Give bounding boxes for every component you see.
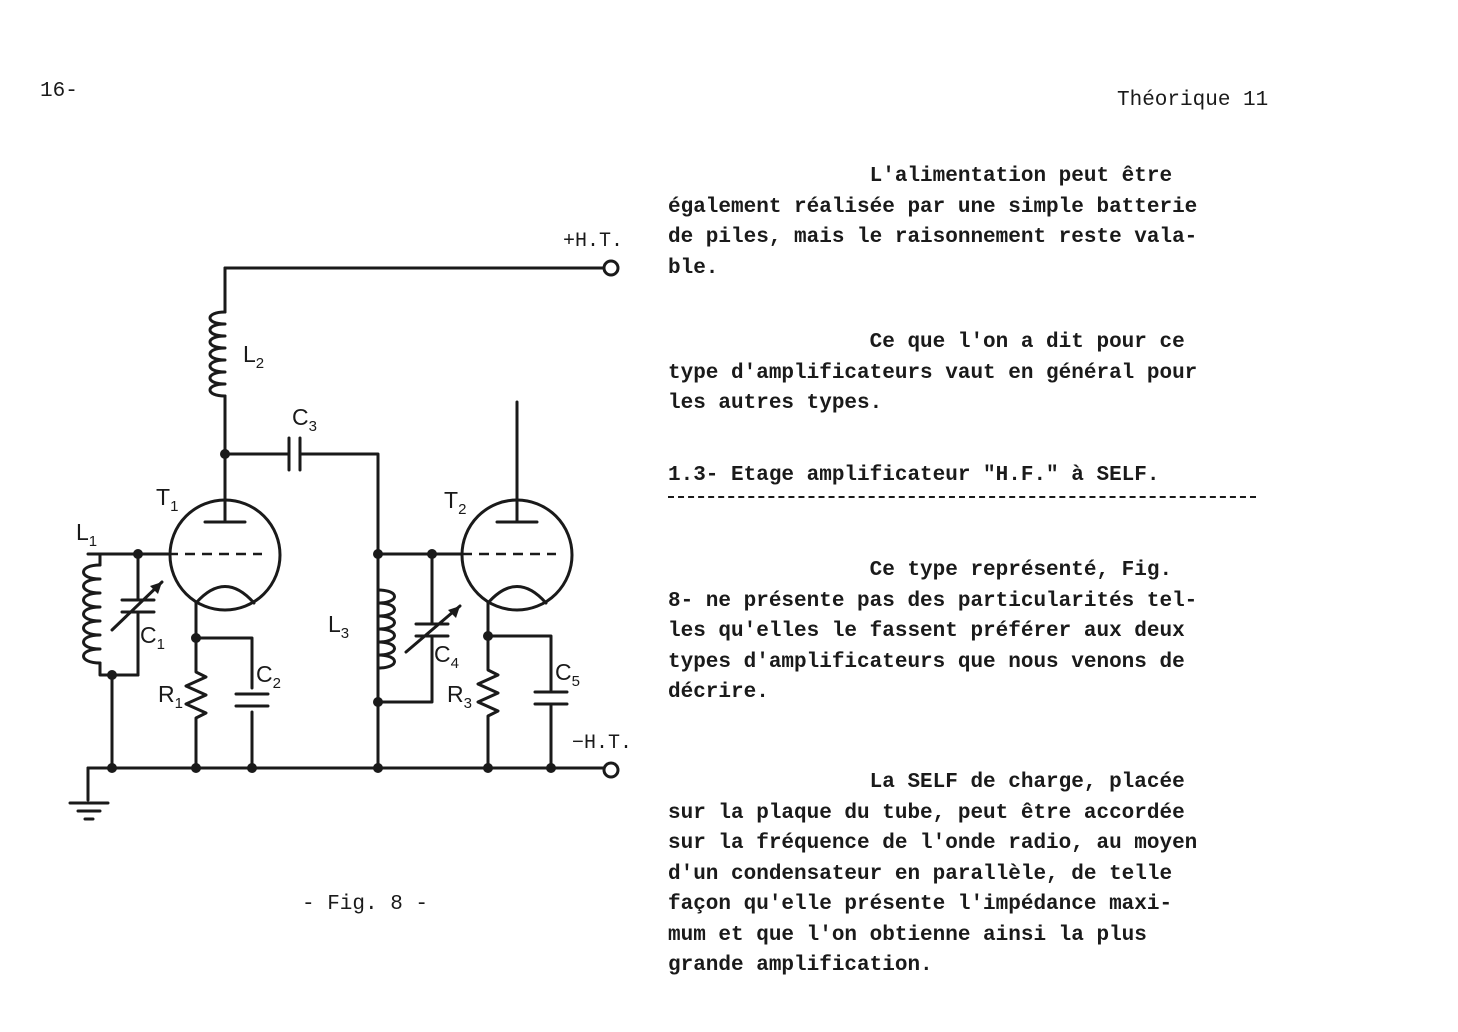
label-letter: R (447, 681, 464, 707)
ground-icon (68, 766, 110, 821)
capacitor-c2 (234, 692, 270, 708)
inductor-l3 (376, 588, 396, 670)
wire-c5 (486, 634, 553, 692)
label-letter: C (555, 659, 572, 685)
text-line: mum et que l'on obtienne ainsi la plus (668, 923, 1147, 947)
label-l3: L3 (328, 611, 349, 642)
text-line: ble. (668, 256, 719, 280)
terminal-minus (602, 761, 620, 779)
paragraph-3: Ce type représenté, Fig. 8- ne présente … (668, 556, 1328, 709)
capacitor-c5 (533, 690, 569, 706)
text-line: décrire. (668, 681, 769, 704)
label-sub: 3 (464, 695, 472, 712)
junction (107, 763, 117, 773)
paragraph-4: La SELF de charge, placée sur la plaque … (668, 768, 1328, 982)
label-sub: 2 (256, 355, 264, 372)
label-t1: T1 (156, 484, 178, 515)
text-line: de piles, mais le raisonnement reste val… (668, 226, 1198, 249)
label-sub: 1 (89, 533, 97, 550)
text-line: grande amplification. (668, 954, 933, 977)
wire-c2 (194, 636, 254, 690)
label-sub: 1 (157, 636, 165, 653)
label-letter: C (434, 641, 451, 667)
label-letter: L (243, 341, 256, 367)
heading-underline (668, 496, 1256, 498)
label-letter: C (292, 404, 309, 430)
figure-caption: - Fig. 8 - (302, 893, 429, 916)
junction (373, 763, 383, 773)
capacitor-c4-variable-arrow (404, 604, 462, 654)
arrow-head-icon (448, 606, 460, 618)
paragraph-1: L'alimentation peut être également réali… (668, 162, 1328, 284)
wire-c3-right (299, 452, 380, 770)
capacitor-c3 (287, 436, 302, 472)
terminal-plus (602, 259, 620, 277)
label-c2: C2 (256, 661, 281, 692)
text-line: Ce type représenté, Fig. (668, 559, 1173, 582)
section-heading: 1.3- Etage amplificateur "H.F." à SELF. (668, 464, 1160, 487)
tube-t1-cathode (194, 585, 256, 605)
label-l2: L2 (243, 341, 264, 372)
text-line: type d'amplificateurs vaut en général po… (668, 361, 1198, 385)
page-number: 16- (40, 80, 78, 103)
label-t2: T2 (444, 487, 466, 518)
text-line: les qu'elles le fassent préférer aux deu… (668, 620, 1185, 643)
label-l1: L1 (76, 519, 97, 550)
label-sub: 5 (572, 673, 580, 690)
label-sub: 1 (170, 498, 178, 515)
text-line: également réalisée par une simple batter… (668, 195, 1198, 219)
label-sub: 2 (458, 501, 466, 518)
text-line: sur la fréquence de l'onde radio, au moy… (668, 832, 1198, 855)
label-letter: C (256, 661, 273, 687)
label-letter: L (328, 611, 341, 637)
label-sub: 4 (451, 655, 459, 672)
label-r1: R1 (158, 681, 183, 712)
label-letter: R (158, 681, 175, 707)
paragraph-2: Ce que l'on a dit pour ce type d'amplifi… (668, 328, 1328, 420)
text-line: 8- ne présente pas des particularités te… (668, 589, 1198, 613)
capacitor-c1 (120, 598, 156, 614)
text-line: les autres types. (668, 392, 883, 415)
junction (546, 763, 556, 773)
junction (191, 763, 201, 773)
capacitor-c4 (414, 622, 450, 638)
label-sub: 3 (341, 625, 349, 642)
text-line: sur la plaque du tube, peut être accordé… (668, 801, 1185, 825)
capacitor-c1-variable-arrow (110, 580, 164, 632)
resistor-r3 (476, 634, 500, 770)
label-c3: C3 (292, 404, 317, 435)
label-r3: R3 (447, 681, 472, 712)
junction (373, 697, 383, 707)
label-sub: 3 (309, 418, 317, 435)
label-sub: 1 (175, 695, 183, 712)
running-title: Théorique 11 (1117, 89, 1269, 112)
label-letter: T (156, 484, 170, 510)
label-c1: C1 (140, 622, 165, 653)
label-letter: T (444, 487, 458, 513)
wire-c4 (376, 552, 434, 704)
wire-l1-bottom (98, 661, 140, 677)
text-line: L'alimentation peut être (668, 165, 1173, 188)
label-letter: C (140, 622, 157, 648)
text-line: d'un condensateur en parallèle, de telle (668, 862, 1173, 886)
tube-t2-cathode (486, 585, 548, 605)
label-sub: 2 (273, 675, 281, 692)
label-letter: L (76, 519, 89, 545)
text-line: façon qu'elle présente l'impédance maxi- (668, 893, 1173, 916)
junction (247, 763, 257, 773)
tube-t2-plate (495, 400, 539, 524)
text-line: La SELF de charge, placée (668, 771, 1185, 794)
label-plus-ht: +H.T. (563, 230, 623, 253)
inductor-l2 (208, 310, 227, 398)
arrow-head-icon (150, 582, 162, 594)
label-c5: C5 (555, 659, 580, 690)
junction (483, 763, 493, 773)
label-minus-ht: −H.T. (572, 732, 632, 755)
label-c4: C4 (434, 641, 459, 672)
text-line: types d'amplificateurs que nous venons d… (668, 650, 1185, 674)
resistor-r1 (184, 636, 208, 770)
inductor-l1 (82, 563, 102, 665)
text-line: Ce que l'on a dit pour ce (668, 331, 1185, 354)
